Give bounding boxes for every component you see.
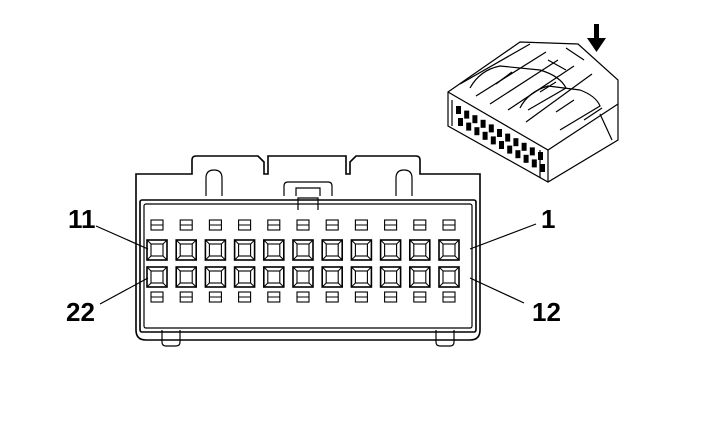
iso-pin	[521, 142, 527, 151]
iso-pin-array	[456, 106, 545, 172]
pin-cavity	[350, 266, 373, 288]
iso-pin	[531, 159, 537, 168]
top-slot-row	[150, 219, 456, 231]
iso-pin	[458, 118, 463, 126]
pin-cavity	[175, 239, 197, 261]
pin-cavity	[408, 239, 431, 261]
pin-cavity	[292, 266, 314, 288]
pin-cavity	[350, 239, 373, 261]
slot-marker	[442, 291, 456, 303]
slot-marker	[413, 291, 427, 303]
slot-marker	[150, 219, 164, 231]
bottom-slot-row	[150, 291, 456, 303]
pin-cavity	[379, 266, 402, 288]
slot-marker	[354, 291, 368, 303]
slot-marker	[296, 291, 310, 303]
pin-cavity	[321, 239, 344, 261]
slot-marker	[208, 219, 222, 231]
pin-cavity	[379, 239, 402, 261]
iso-pin	[540, 164, 545, 172]
iso-pin	[482, 131, 488, 140]
pin-cavity	[408, 266, 431, 288]
iso-pin	[499, 141, 504, 149]
pin-cavity	[233, 239, 256, 261]
leader-line-11	[95, 225, 149, 250]
slot-marker	[442, 219, 456, 231]
pin-label-1: 1	[541, 204, 555, 234]
slot-marker	[325, 219, 339, 231]
iso-pin	[515, 150, 521, 159]
slot-marker	[267, 219, 281, 231]
iso-pin	[507, 145, 513, 154]
iso-pin	[464, 110, 470, 119]
pin-cavity	[204, 239, 227, 261]
pin-row-lower	[146, 266, 460, 288]
slot-marker	[296, 219, 310, 231]
slot-marker	[413, 219, 427, 231]
slot-marker	[384, 291, 398, 303]
iso-pin	[480, 119, 486, 128]
down-arrow-icon	[587, 24, 606, 52]
iso-pin	[472, 115, 478, 124]
pin-label-22: 22	[66, 297, 95, 327]
connector-face	[135, 155, 481, 347]
pin-cavity	[262, 266, 285, 288]
pin-cavity	[146, 266, 168, 288]
slot-marker	[179, 219, 193, 231]
pin-cavity	[438, 266, 460, 288]
iso-pin	[529, 147, 535, 156]
leader-line-1	[469, 223, 537, 250]
iso-pin	[488, 124, 494, 133]
iso-pin	[466, 122, 472, 131]
iso-pin	[456, 106, 461, 114]
slot-marker	[208, 291, 222, 303]
pin-label-12: 12	[532, 297, 561, 327]
slot-marker	[238, 219, 252, 231]
connector-3d-illustration	[447, 41, 619, 183]
pin-cavity	[146, 239, 168, 261]
pin-cavity	[204, 266, 227, 288]
iso-pin	[523, 154, 529, 163]
slot-marker	[384, 219, 398, 231]
iso-pin	[474, 127, 480, 136]
iso-pin	[497, 129, 502, 137]
slot-marker	[325, 291, 339, 303]
pin-label-11: 11	[68, 204, 96, 234]
slot-marker	[179, 291, 193, 303]
slot-marker	[267, 291, 281, 303]
slot-marker	[150, 291, 164, 303]
pin-cavity	[233, 266, 256, 288]
iso-pin	[490, 136, 496, 145]
iso-pin	[513, 138, 519, 147]
pin-cavity	[292, 239, 314, 261]
pin-cavity	[438, 239, 460, 261]
leader-line-12	[469, 277, 525, 304]
slot-marker	[238, 291, 252, 303]
slot-marker	[354, 219, 368, 231]
pin-cavity	[175, 266, 197, 288]
pin-cavity	[262, 239, 285, 261]
pin-row-upper	[146, 239, 460, 261]
pin-cavity	[321, 266, 344, 288]
iso-pin	[505, 133, 511, 142]
leader-line-22	[99, 277, 149, 305]
